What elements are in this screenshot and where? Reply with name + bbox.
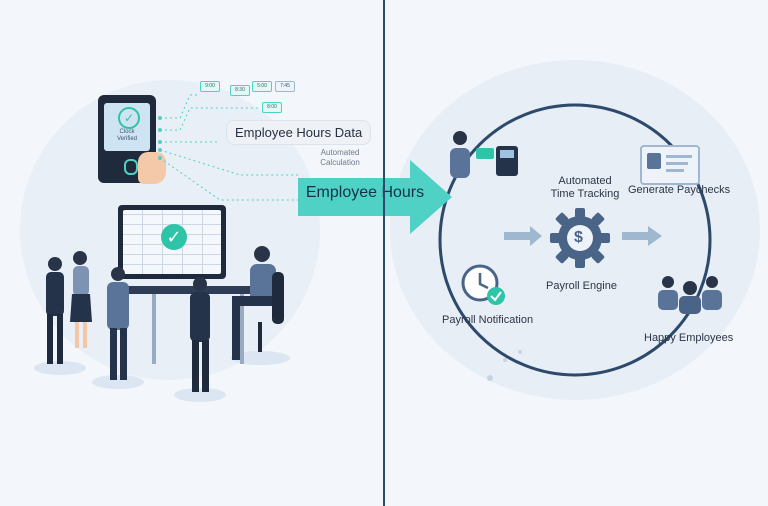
happy-employees-label: Happy Employees — [644, 332, 733, 344]
payroll-engine-label: Payroll Engine — [546, 280, 617, 292]
currency-symbol: $ — [574, 229, 583, 247]
generate-paychecks-label: Generate Paychecks — [628, 184, 730, 196]
happy-employees-icon — [658, 276, 722, 314]
clock-icon — [463, 266, 505, 305]
payroll-notification-label: Payroll Notification — [442, 314, 533, 326]
automated-time-tracking-label: Automated Time Tracking — [540, 175, 630, 201]
